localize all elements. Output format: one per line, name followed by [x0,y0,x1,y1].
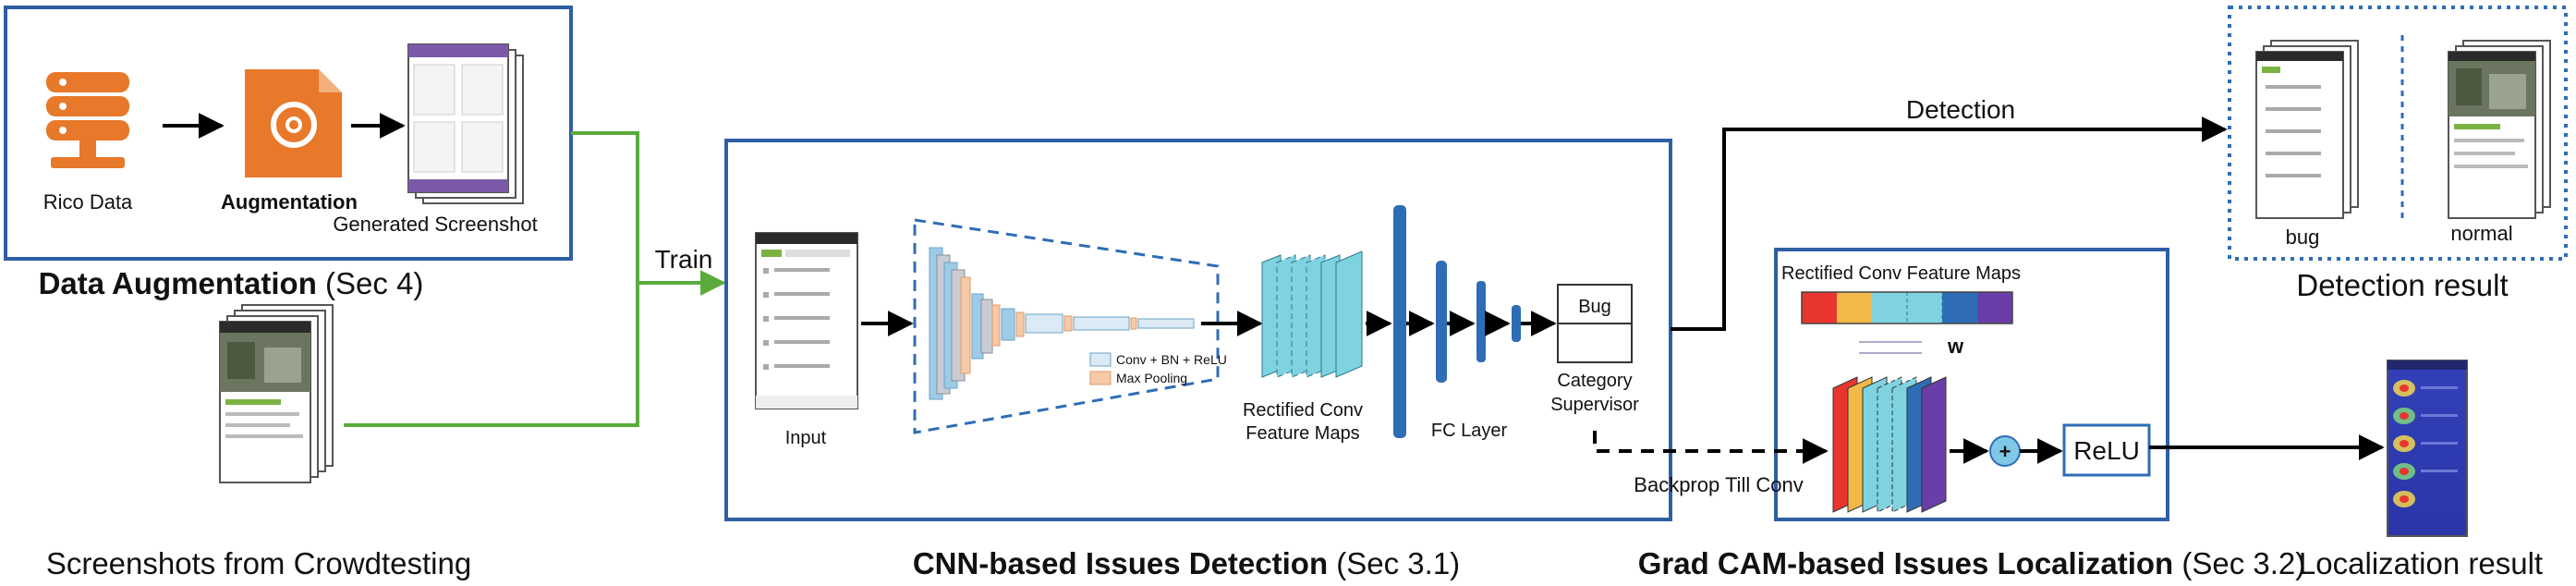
input-label: Input [785,428,827,448]
bug-class-label: Bug [1578,297,1611,317]
generated-screenshot-stack [407,43,524,204]
gradcam-frame [1774,248,2169,521]
supervisor-line2: Supervisor [1550,395,1639,415]
augmentation-label: Augmentation [221,190,358,214]
augmentation-section-title: Data Augmentation (Sec 4) [39,266,424,300]
gradcam-feature-maps [1832,376,1947,513]
train-label: Train [655,245,713,274]
bug-result-label: bug [2286,226,2320,249]
backprop-arrow [1593,431,1829,464]
relu-box [2062,423,2151,477]
fc-layer-label: FC Layer [1431,421,1508,441]
weighted-feature-strip [1801,291,2013,324]
detection-result-frame [2228,6,2568,261]
cnn-frame [724,139,1672,521]
bug-screenshot-stack [2255,40,2359,219]
backprop-label: Backprop Till Conv [1634,473,1803,496]
detection-arrow [1671,116,2228,331]
cnn-backbone-outline [913,218,1220,434]
crowd-train-line [344,283,639,427]
sum-symbol: + [1999,440,2011,463]
relu-label: ReLU [2073,436,2140,465]
rico-data-label: Rico Data [43,190,133,214]
gradcam-section-title: Grad CAM-based Issues Localization (Sec … [1638,546,2306,580]
detection-result-label: Detection result [2296,268,2508,302]
rectified-feature-maps [1261,250,1363,378]
supervisor-line1: Category [1557,371,1632,391]
detection-arrow-label: Detection [1906,95,2015,124]
generated-screenshot-label: Generated Screenshot [333,213,537,236]
heatmap-screenshot [2387,360,2468,537]
cnn-backbone-layers [929,247,1195,400]
legend-conv-label: Conv + BN + ReLU [1116,352,1227,367]
gear-document-icon [245,69,342,177]
database-icon [46,72,129,168]
fc-layers [1393,205,1521,438]
crowd-screenshot-stack [219,304,334,483]
normal-result-label: normal [2450,222,2512,245]
augmentation-train-line [571,131,639,283]
crowdtesting-label: Screenshots from Crowdtesting [46,546,471,580]
weight-w-label: w [1947,335,1964,358]
legend-pool-swatch [1089,371,1112,385]
input-screenshot [755,232,858,409]
legend-pool-label: Max Pooling [1116,371,1187,385]
legend-conv-swatch [1089,352,1112,367]
rectified-maps-line2: Feature Maps [1245,423,1359,444]
cnn-section-title: CNN-based Issues Detection (Sec 3.1) [913,546,1460,580]
gradcam-maps-title: Rectified Conv Feature Maps [1781,263,2021,284]
normal-screenshot-stack [2448,40,2551,219]
rectified-maps-line1: Rectified Conv [1243,400,1363,421]
localization-result-label: Localization result [2299,546,2543,580]
